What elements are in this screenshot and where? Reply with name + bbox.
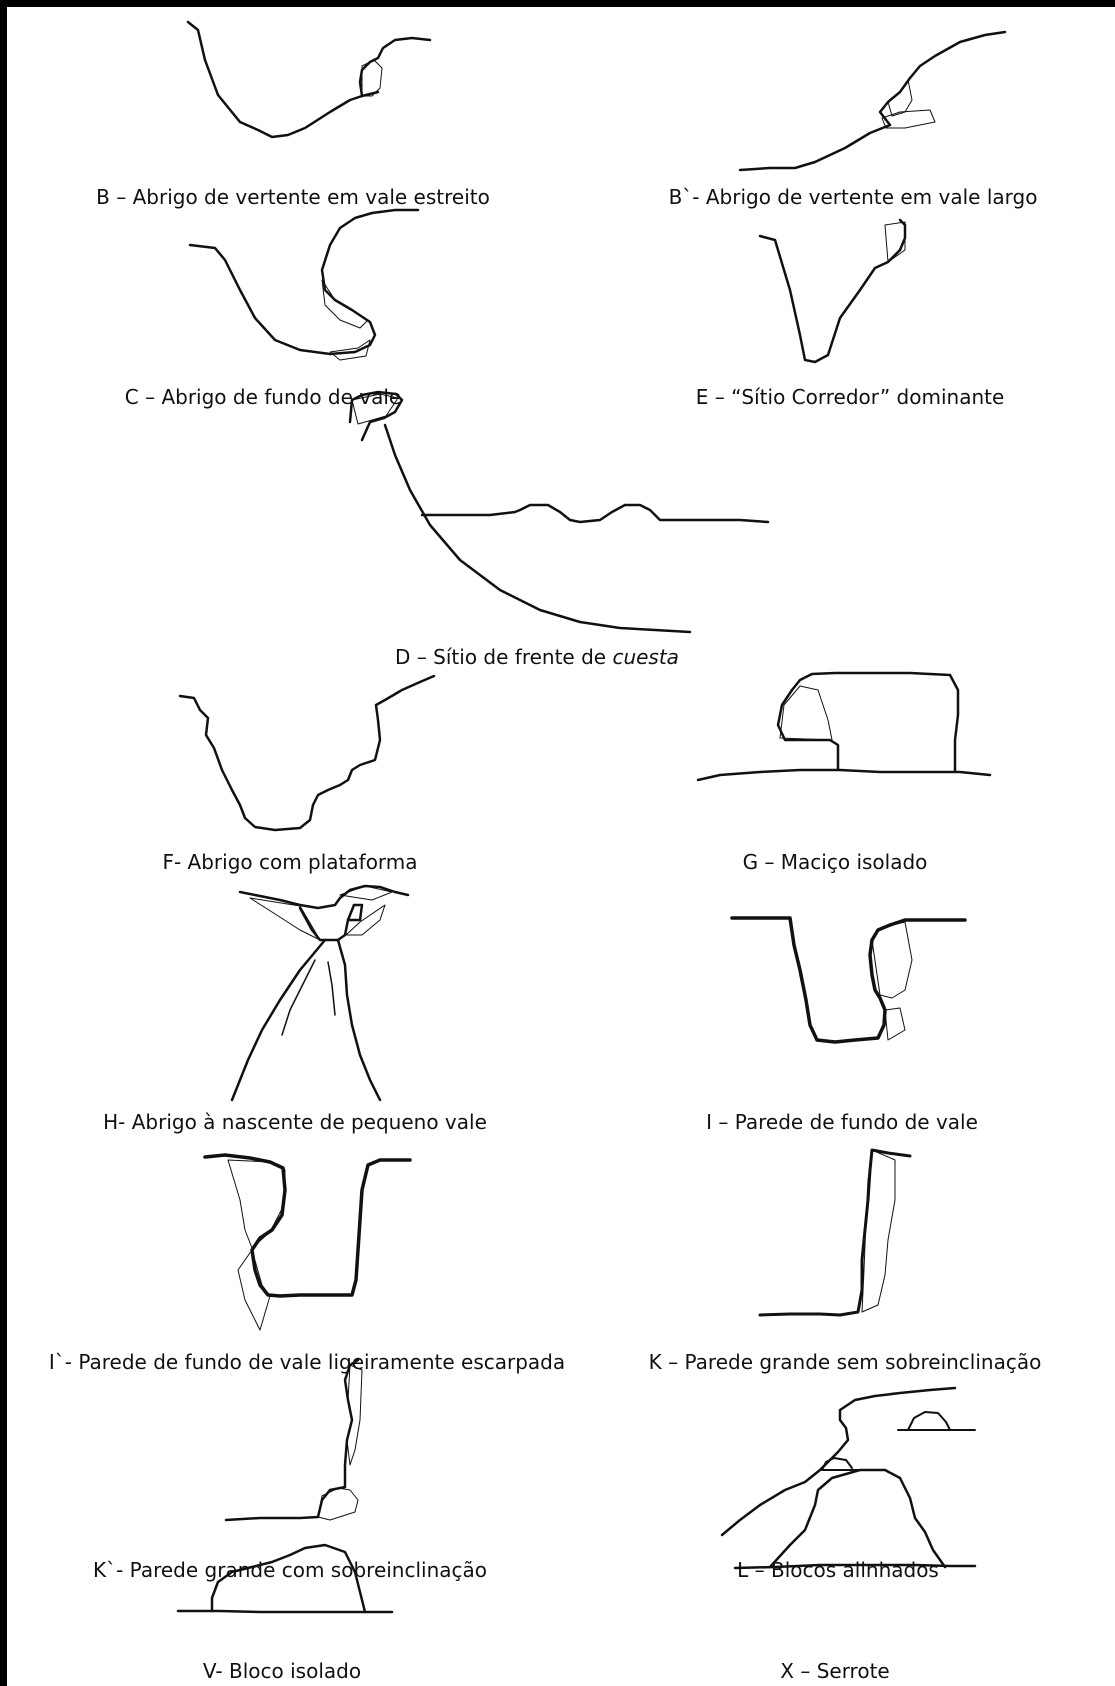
caption-k: K – Parede grande sem sobreinclinação (649, 1350, 1042, 1374)
sketch-x-serrote (735, 1470, 975, 1568)
caption-b2: B`- Abrigo de vertente em vale largo (669, 185, 1038, 209)
caption-b: B – Abrigo de vertente em vale estreito (96, 185, 490, 209)
caption-c: C – Abrigo de fundo de vale (125, 385, 401, 409)
sketch-e-corridor (760, 220, 905, 362)
sketch-i-valley-wall (732, 918, 965, 1042)
sketch-k-wall-no-overhang (760, 1150, 910, 1315)
sketch-g-isolated-massif (698, 673, 990, 780)
caption-d: D – Sítio de frente de cuesta (395, 645, 679, 669)
caption-k2: K`- Parede grande com sobreinclinação (93, 1558, 487, 1582)
caption-l: L – Blocos alinhados (737, 1558, 939, 1582)
caption-d-text: D – Sítio de frente de (395, 645, 612, 669)
caption-i: I – Parede de fundo de vale (706, 1110, 978, 1134)
caption-d-italic: cuesta (612, 645, 679, 669)
sketch-l-aligned-blocks (722, 1388, 975, 1535)
caption-h: H- Abrigo à nascente de pequeno vale (103, 1110, 487, 1134)
caption-x: X – Serrote (780, 1659, 889, 1683)
caption-f: F- Abrigo com plataforma (162, 850, 417, 874)
sketch-b-wide-valley (740, 32, 1005, 170)
caption-g: G – Maciço isolado (743, 850, 928, 874)
sketch-k2-wall-overhang (226, 1360, 362, 1520)
caption-e: E – “Sítio Corredor” dominante (696, 385, 1005, 409)
caption-i2: I`- Parede de fundo de vale ligeiramente… (49, 1350, 565, 1374)
sketch-f-platform (180, 676, 434, 830)
sketch-i2-escarped-wall (205, 1155, 410, 1330)
sketch-d-cuesta-front (350, 392, 768, 632)
sketch-h-spring-shelter (232, 886, 408, 1100)
caption-v: V- Bloco isolado (203, 1659, 361, 1683)
sketch-b-narrow-valley (188, 22, 430, 137)
sketch-c-valley-bottom (190, 210, 418, 360)
